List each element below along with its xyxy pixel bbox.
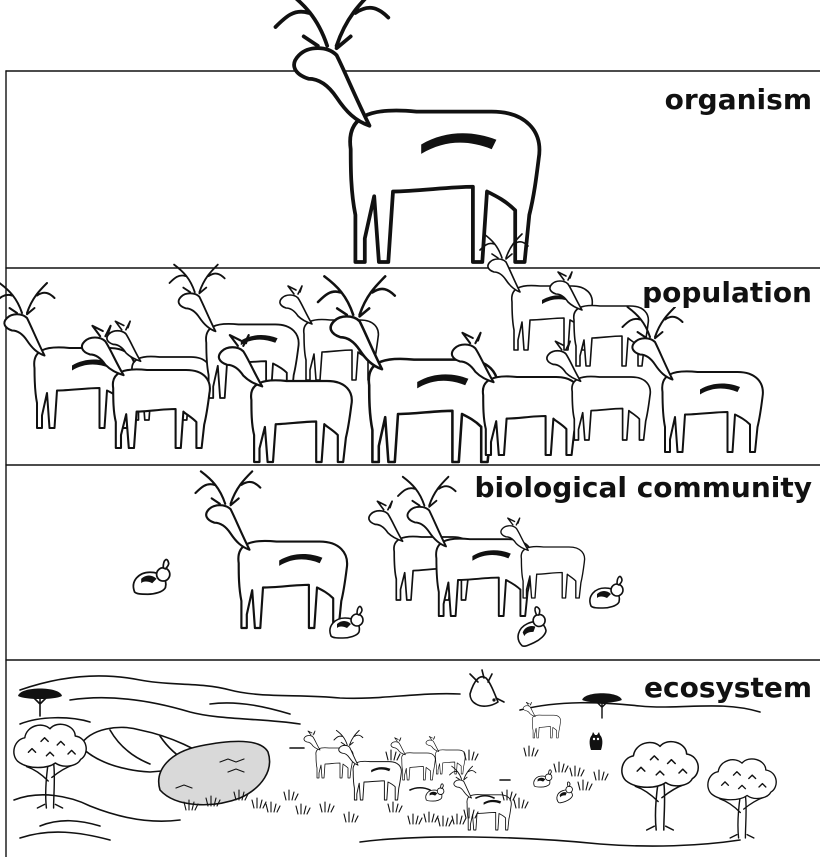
rabbit-icon <box>509 606 552 649</box>
organism-label: organism <box>663 86 814 114</box>
rabbit-icon <box>590 577 623 608</box>
ecosystem-label: ecosystem <box>642 674 814 702</box>
tree-icon <box>18 689 62 717</box>
rabbit-icon <box>534 770 552 787</box>
tree-icon <box>582 693 622 718</box>
tree-icon <box>708 759 776 838</box>
tree-icon <box>622 742 698 830</box>
organism-deer-icon <box>276 0 540 262</box>
rabbit-icon <box>553 781 576 803</box>
deer-icon <box>196 471 348 628</box>
deer-icon <box>450 766 512 830</box>
population-label: population <box>640 279 814 307</box>
biological-community-label: biological community <box>473 474 814 502</box>
rabbit-icon <box>426 784 444 801</box>
rabbit-icon <box>133 560 169 595</box>
eagle-icon <box>470 670 504 706</box>
deer-icon <box>523 702 560 738</box>
owl-icon <box>590 732 603 750</box>
